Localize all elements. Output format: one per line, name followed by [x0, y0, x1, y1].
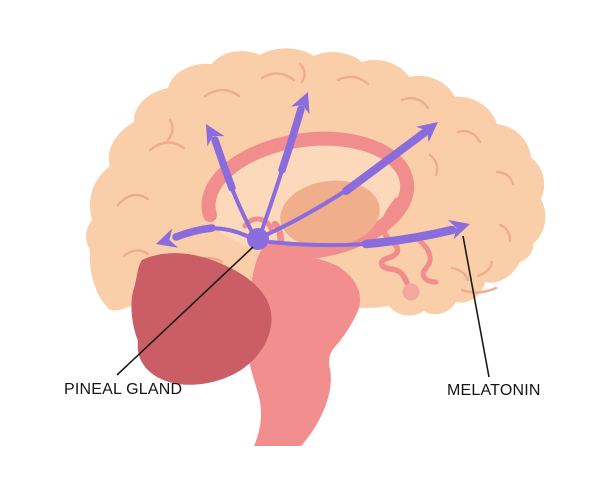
pituitary-gland [402, 283, 420, 301]
pineal-gland [247, 228, 269, 250]
melatonin-leader-line [462, 235, 490, 378]
melatonin-arrows [156, 92, 470, 249]
melatonin-arrow-up [260, 92, 310, 232]
brainstem [245, 241, 361, 446]
gyri-lines [116, 62, 515, 294]
melatonin-arrow-right [268, 220, 470, 249]
melatonin-label: MELATONIN [447, 382, 541, 399]
pituitary-stalk-squiggle [378, 197, 410, 286]
melatonin-arrow-up-left [206, 124, 254, 234]
hippocampus-curve [413, 235, 439, 285]
pineal-gland-label: PINEAL GLAND [64, 381, 183, 398]
thalamus [280, 180, 380, 248]
melatonin-arrow-left [156, 224, 249, 248]
pineal-gland-leader-line [116, 246, 254, 376]
cerebellum [131, 253, 272, 385]
melatonin-arrow-up-right [266, 122, 438, 236]
